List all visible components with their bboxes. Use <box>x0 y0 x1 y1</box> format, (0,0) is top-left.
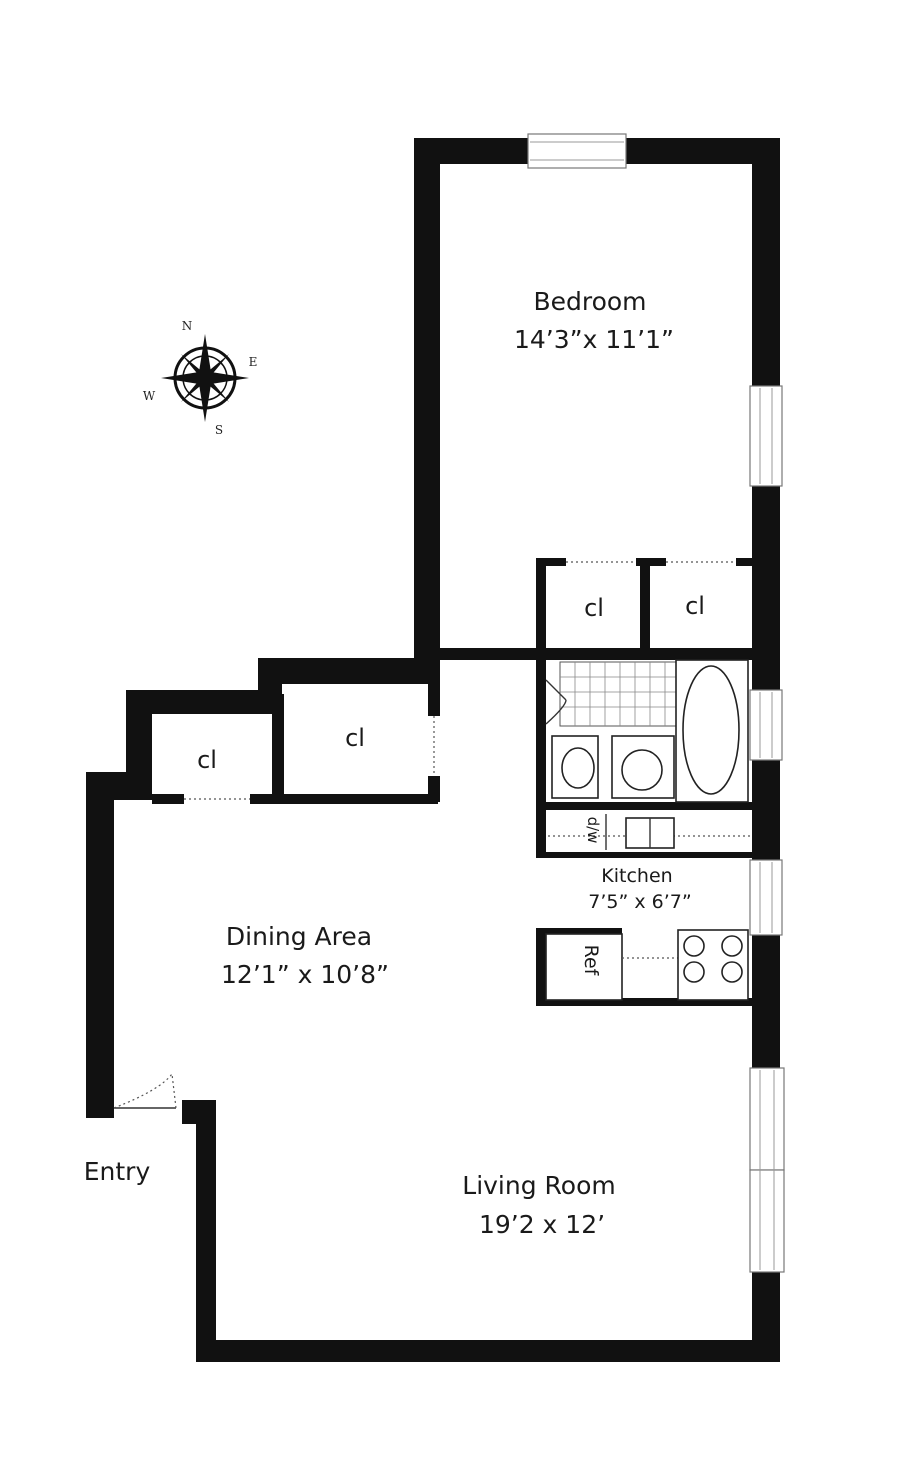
entry-label: Entry <box>84 1157 151 1186</box>
wall-right-upper <box>752 138 780 388</box>
wall-living-bottom <box>196 1340 780 1362</box>
bathroom <box>545 659 749 803</box>
window-bedroom-top <box>527 133 627 169</box>
closet-label-1: cl <box>584 594 604 622</box>
kitchen-fixtures: d/w Ref <box>545 814 750 1001</box>
bedroom-name: Bedroom <box>533 287 646 316</box>
dining-dims: 12’1” x 10’8” <box>221 960 389 989</box>
window-bedroom-east <box>749 385 783 487</box>
closet-label-3: cl <box>345 724 365 752</box>
compass-north: N <box>182 319 193 333</box>
dishwasher-label: d/w <box>584 817 602 844</box>
window-kitchen <box>749 859 783 936</box>
compass-east: E <box>249 355 258 369</box>
wall-bedroom-left <box>414 138 440 658</box>
window-bath <box>749 689 783 761</box>
wall-entry-bottom-left <box>86 1095 114 1118</box>
bedroom-dims: 14’3”x 11’1” <box>514 325 674 354</box>
wall-bedroom-bottom <box>440 648 752 660</box>
kitchen-dims: 7’5” x 6’7” <box>588 891 691 913</box>
living-dims: 19’2 x 12’ <box>479 1210 605 1239</box>
compass-south: S <box>215 423 223 437</box>
wall-west <box>86 772 114 1118</box>
window-living-2 <box>749 1169 785 1273</box>
windows <box>527 133 785 1273</box>
partitions <box>152 558 754 1006</box>
wall-step-top <box>258 658 440 684</box>
wall-right-mid3 <box>752 935 780 1070</box>
entry-door <box>113 1072 177 1109</box>
walls <box>86 138 780 1362</box>
closet-label-2: cl <box>685 592 705 620</box>
wall-right-mid1 <box>752 485 780 690</box>
living-name: Living Room <box>462 1171 615 1200</box>
kitchen-name: Kitchen <box>601 865 672 887</box>
refrigerator <box>545 933 623 1001</box>
closet-label-4: cl <box>197 746 217 774</box>
window-living-1 <box>749 1067 785 1171</box>
compass-icon: N E S W <box>143 319 258 437</box>
wall-right-mid2 <box>752 760 780 860</box>
labels: Bedroom 14’3”x 11’1” cl cl cl cl Kitchen… <box>84 287 705 1239</box>
wall-living-west <box>196 1100 216 1362</box>
compass-west: W <box>143 389 156 403</box>
dining-name: Dining Area <box>226 922 372 951</box>
refrigerator-label: Ref <box>580 945 602 977</box>
